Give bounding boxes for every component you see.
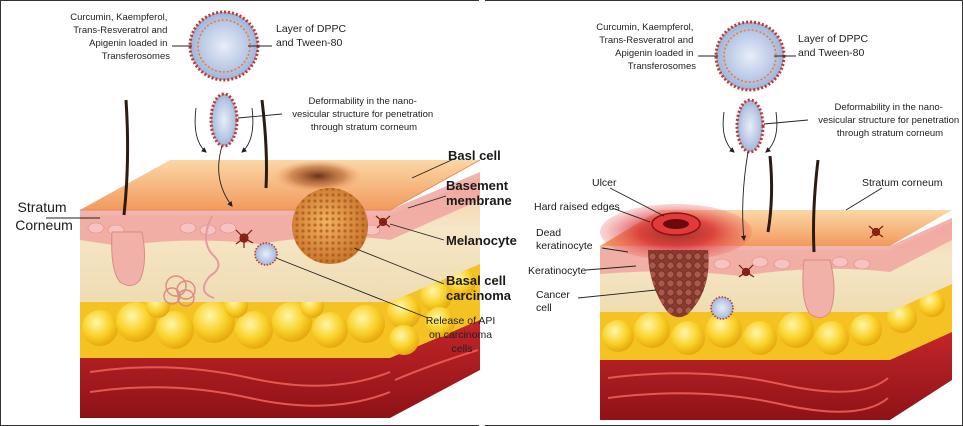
deformed-vesicle-icon [211, 94, 237, 146]
skin-block-right [600, 152, 952, 420]
deform-label-line: Deformability in the nano- [835, 102, 943, 113]
svg-text:Cancer cell: Cancer cell [536, 289, 573, 314]
svg-text:Dead keratinocyte: Dead keratinocyte [536, 227, 593, 252]
left-panel: Curcumin, Kaempferol, Trans-Resveratrol … [15, 12, 517, 418]
down-arrow-icon [723, 112, 734, 152]
loaded-label-line: Apigenin loaded in [615, 48, 693, 59]
deformed-vesicle-icon [737, 100, 763, 152]
down-arrow-icon [766, 112, 777, 152]
keratinocyte-label: Keratinocyte [528, 265, 587, 277]
basal-carcinoma-label-line: carcinoma [446, 288, 512, 303]
svg-text:Basement membrane: Basement membrane [446, 178, 512, 208]
hair-icon [768, 156, 772, 232]
loaded-label-line: Curcumin, Kaempferol, [70, 12, 167, 23]
loaded-label-line: Trans-Resveratrol and [599, 35, 693, 46]
loaded-label-line: Transferosomes [628, 61, 697, 72]
svg-text:Curcumin, Kaempferol, Tr: Curcumin, Kaempferol, Trans-Resveratrol … [596, 22, 696, 72]
loaded-label-line: Curcumin, Kaempferol, [596, 22, 693, 33]
svg-text:Layer of DPPC and Tween-: Layer of DPPC and Tween-80 [276, 23, 349, 49]
deform-label-line: vesicular structure for penetration [292, 109, 433, 120]
deform-label-line: through stratum corneum [837, 128, 943, 139]
deform-label-line: through stratum corneum [311, 122, 417, 133]
basl-cell-label: Basl cell [448, 148, 501, 163]
loaded-label-line: Transferosomes [102, 51, 171, 62]
svg-text:Curcumin, Kaempferol, Tr: Curcumin, Kaempferol, Trans-Resveratrol … [70, 12, 170, 62]
release-label-line: Release of API [426, 315, 495, 327]
liposome-vesicle-icon [716, 22, 784, 90]
loaded-label-line: Apigenin loaded in [89, 38, 167, 49]
liposome-vesicle-icon [711, 297, 733, 319]
dead-label-line: Dead [536, 227, 561, 239]
svg-text:Deformability in the nano-: Deformability in the nano- vesicular str… [292, 96, 436, 133]
stratum-label-line: Corneum [15, 217, 73, 233]
basement-label-line: Basement [446, 178, 509, 193]
svg-text:Basal cell carcinoma: Basal cell carcinoma [446, 273, 512, 303]
deform-label-line: vesicular structure for penetration [818, 115, 959, 126]
cancer-label-line: cell [536, 302, 552, 314]
basement-label-line: membrane [446, 193, 512, 208]
stratum-corneum-label: Stratum corneum [862, 177, 943, 189]
down-arrow-icon [195, 108, 206, 152]
down-arrow-icon [242, 108, 253, 152]
liposome-vesicle-icon [190, 12, 258, 80]
release-label-line: cells [451, 343, 472, 355]
svg-text:Layer of DPPC and Tween-: Layer of DPPC and Tween-80 [798, 33, 871, 59]
melanocyte-label: Melanocyte [446, 233, 517, 248]
tumor-mass-icon [292, 188, 368, 264]
stratum-label-line: Stratum [18, 199, 67, 215]
dead-label-line: keratinocyte [536, 240, 593, 252]
layer-label-line: and Tween-80 [798, 47, 865, 59]
release-label-line: on carcinoma [429, 329, 492, 341]
loaded-label-line: Trans-Resveratrol and [73, 25, 167, 36]
layer-label-line: and Tween-80 [276, 37, 343, 49]
svg-text:Stratum Corneum: Stratum Corneum [15, 199, 73, 233]
hard-edges-label: Hard raised edges [534, 201, 620, 213]
cancer-label-line: Cancer [536, 289, 570, 301]
svg-text:Deformability in the nano-: Deformability in the nano- vesicular str… [818, 102, 962, 139]
basal-carcinoma-label-line: Basal cell [446, 273, 506, 288]
right-panel: Curcumin, Kaempferol, Trans-Resveratrol … [528, 22, 962, 420]
deform-label-line: Deformability in the nano- [309, 96, 417, 107]
layer-label-line: Layer of DPPC [276, 23, 346, 35]
layer-label-line: Layer of DPPC [798, 33, 868, 45]
skin-block-left [80, 100, 480, 418]
liposome-vesicle-icon [255, 243, 277, 265]
ulcer-label: Ulcer [592, 177, 617, 189]
